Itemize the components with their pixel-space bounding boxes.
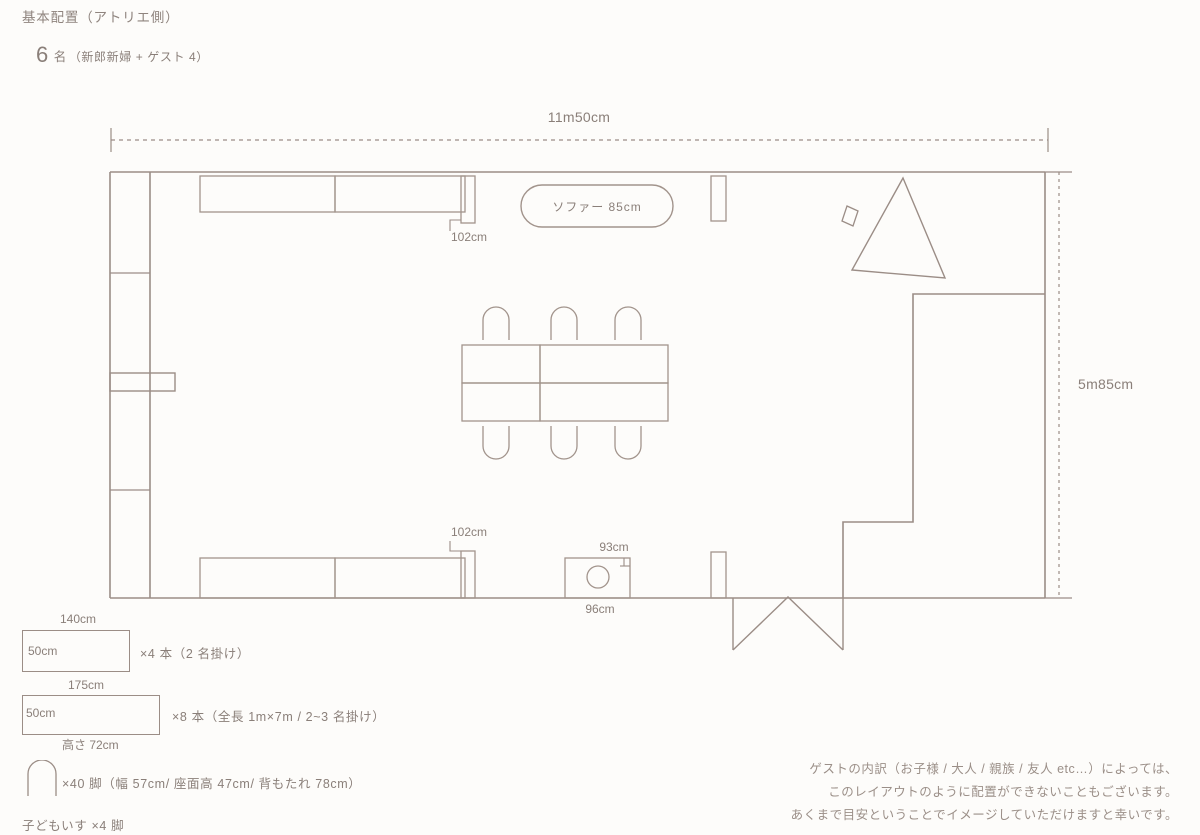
- dimension-height-label: 5m85cm: [1078, 376, 1133, 392]
- dimension-height: 5m85cm: [1045, 171, 1133, 599]
- table-cell-2: [539, 344, 669, 384]
- bench-bottom-1: [199, 557, 336, 599]
- footer-disclaimer: ゲストの内訳（お子様 / 大人 / 親族 / 友人 etc…）によっては、 この…: [791, 758, 1178, 827]
- left-wall-counter: [109, 372, 176, 392]
- legend-table-small-note: ×4 本（2 名掛け）: [140, 647, 251, 661]
- legend-chair-note: ×40 脚（幅 57cm/ 座面高 47cm/ 背もたれ 78cm）: [62, 777, 362, 791]
- dimension-width: 11m50cm: [110, 109, 1049, 152]
- center-tables: [461, 344, 669, 422]
- chair-bottom-2: [550, 426, 578, 460]
- footer-line-3: あくまで目安ということでイメージしていただけますと幸いです。: [790, 807, 1178, 822]
- dimension-width-label: 11m50cm: [548, 109, 610, 125]
- bench-bottom-2: [334, 557, 466, 599]
- counter-depth-label: 93cm: [599, 540, 628, 554]
- right-stepped-wall: [842, 293, 1045, 598]
- stage-bench: [841, 205, 859, 227]
- footer-line-1: ゲストの内訳（お子様 / 大人 / 親族 / 友人 etc…）によっては、: [809, 761, 1178, 776]
- door-bottom: 102cm: [449, 525, 487, 599]
- sink-counter: 93cm 96cm: [564, 540, 631, 616]
- guest-count-number: 6: [36, 42, 49, 67]
- legend-chair-shape: [27, 760, 57, 796]
- legend-table-large-note: ×8 本（全長 1m×7m / 2~3 名掛け）: [172, 710, 386, 724]
- legend-table-large-height: 高さ 72cm: [62, 738, 119, 752]
- chair-top-3: [614, 306, 642, 340]
- left-wall-segments: [110, 272, 150, 491]
- page-title: 基本配置（アトリエ側）: [22, 10, 180, 25]
- door-bottom-label: 102cm: [451, 525, 487, 539]
- legend-table-small-width: 140cm: [60, 612, 97, 626]
- pillar-bottom: [710, 551, 727, 599]
- bench-top-1: [199, 175, 336, 213]
- bench-row-top: [199, 175, 466, 213]
- legend-table-small-shape: [22, 630, 130, 672]
- legend-table-small-depth: 50cm: [28, 644, 58, 658]
- door-top: 102cm: [449, 175, 487, 244]
- stage-triangle: [850, 176, 947, 279]
- room-walls: [109, 171, 1046, 599]
- sofa: ソファー 85cm: [520, 184, 674, 228]
- entrance-double-door: [732, 596, 844, 651]
- chair-bottom-3: [614, 426, 642, 460]
- bench-row-bottom: [199, 557, 466, 599]
- bench-top-2: [334, 175, 466, 213]
- chairs-bottom: [482, 426, 642, 460]
- legend-table-large-width: 175cm: [68, 678, 105, 692]
- guest-count-detail: （新郎新婦 + ゲスト 4）: [68, 50, 209, 64]
- chairs-top: [482, 306, 642, 340]
- chair-top-2: [550, 306, 578, 340]
- chair-top-1: [482, 306, 510, 340]
- pillar-top: [710, 175, 727, 222]
- legend-kids-chair-note: 子どもいす ×4 脚: [22, 819, 125, 833]
- door-top-label: 102cm: [451, 230, 487, 244]
- legend-table-large-shape: [22, 695, 160, 735]
- legend-table-large-depth: 50cm: [26, 706, 56, 720]
- floorplan-drawing: 11m50cm 5m85cm: [109, 109, 1133, 651]
- table-cell-1: [461, 344, 541, 384]
- table-cell-3: [461, 382, 541, 422]
- table-cell-4: [539, 382, 669, 422]
- guest-count-unit: 名: [53, 50, 67, 64]
- chair-bottom-1: [482, 426, 510, 460]
- counter-width-label: 96cm: [585, 602, 614, 616]
- sink-basin: [586, 565, 610, 589]
- footer-line-2: このレイアウトのように配置ができないこともございます。: [828, 784, 1178, 799]
- sofa-label: ソファー 85cm: [552, 200, 641, 214]
